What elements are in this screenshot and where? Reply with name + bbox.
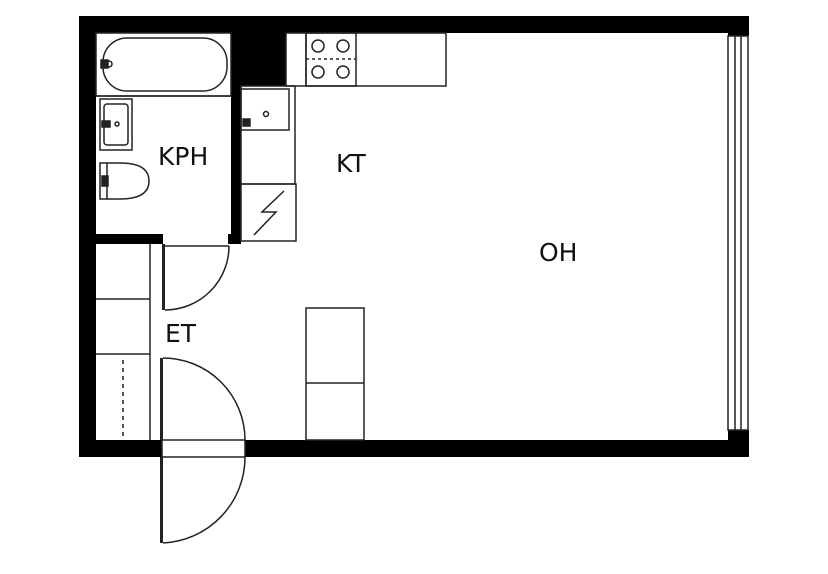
- bathroom-bottom-wall-left: [96, 234, 163, 244]
- entrance-door-leaf-outer: [160, 457, 163, 543]
- outer-walls: [79, 16, 749, 457]
- bathroom-door-swing: [164, 245, 230, 311]
- interior-walls: [96, 30, 286, 244]
- washbasin-drain-icon: [114, 121, 120, 127]
- room-label-bathroom: KPH: [158, 142, 208, 171]
- kitchen-sink-tap-icon: [242, 118, 251, 127]
- kitchen-fixtures: [240, 32, 447, 242]
- electrical-bolt-icon: [253, 190, 285, 236]
- bathroom-bottom-wall-right: [228, 234, 241, 244]
- kitchen-counter: [285, 32, 447, 87]
- wall-bottom-left: [79, 440, 162, 457]
- bathroom-door-leaf: [162, 244, 165, 310]
- kitchen-sink-cabinet: [240, 85, 296, 185]
- bathtub-inner: [102, 37, 228, 92]
- stove-burner-icon: [336, 65, 350, 79]
- kitchen-sink-drain-icon: [262, 110, 270, 118]
- living-room-fixtures: [305, 307, 365, 441]
- wall-left: [79, 16, 96, 457]
- stove-burner-icon: [311, 39, 325, 53]
- bathtub-tap-icon: [105, 60, 113, 68]
- bathtub: [95, 32, 232, 97]
- bathroom-right-wall: [231, 30, 241, 244]
- room-labels: KPH KT OH ET: [158, 142, 577, 348]
- washbasin-tap-icon: [101, 120, 111, 128]
- entrance-door-leaf-inner: [160, 358, 163, 440]
- shaft-block: [231, 30, 286, 86]
- bathtub-drain-icon: [100, 59, 109, 69]
- wall-bottom-right: [245, 440, 749, 457]
- window-frame: [727, 35, 749, 431]
- stove-burner-icon: [336, 39, 350, 53]
- wall-right-bottom: [728, 430, 749, 457]
- wall-right-top: [728, 16, 749, 36]
- washbasin: [99, 98, 133, 151]
- room-label-kitchen: KT: [336, 149, 366, 178]
- room-label-living-room: OH: [539, 238, 577, 267]
- toilet: [99, 162, 150, 200]
- stove-burner-icon: [311, 65, 325, 79]
- cabinet-unit: [305, 307, 365, 441]
- window-right: [727, 35, 749, 431]
- hallway-fixtures: [96, 244, 246, 544]
- entrance-door-swing-outer: [162, 456, 246, 544]
- toilet-flush-icon: [101, 175, 109, 187]
- electrical-panel: [240, 183, 297, 242]
- wall-top: [79, 16, 749, 33]
- entrance-door-swing-inner: [162, 357, 246, 441]
- kitchen-sink: [240, 88, 290, 131]
- bathroom-fixtures: [95, 32, 232, 200]
- room-label-hallway: ET: [165, 319, 197, 348]
